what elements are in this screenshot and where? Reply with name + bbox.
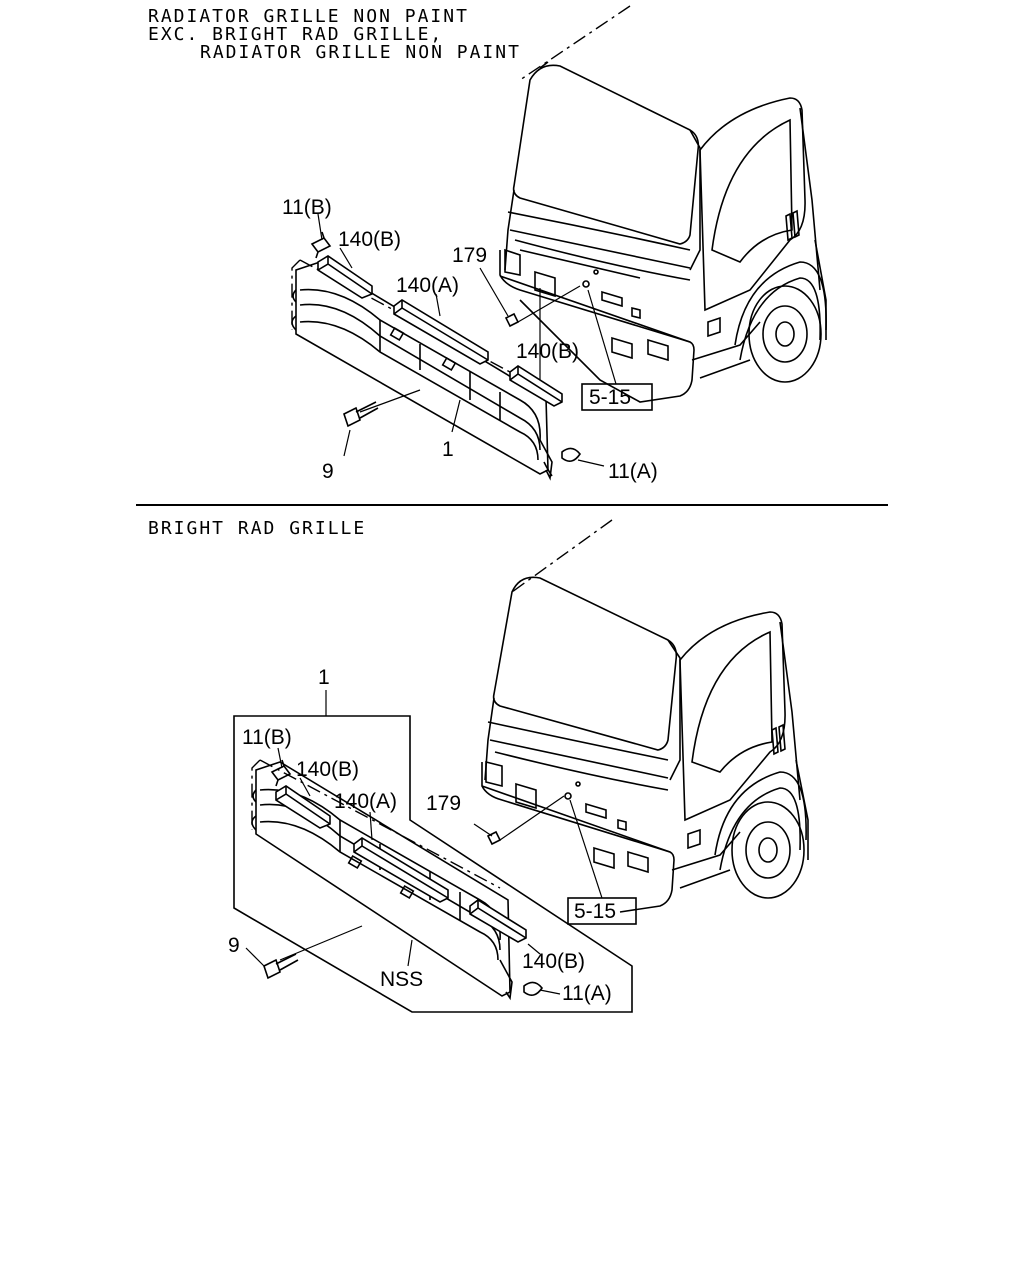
callout-179-bottom: 179: [426, 792, 461, 815]
callout-9-top: 9: [322, 460, 334, 483]
callout-11a-bottom: 11(A): [562, 982, 612, 1005]
ref-box-top: [581, 383, 653, 411]
callout-5-15-top: 5-15: [589, 386, 631, 409]
callout-nss-bottom: NSS: [380, 968, 423, 991]
callout-11a-top: 11(A): [608, 460, 658, 483]
grille-bottom: [251, 759, 513, 1001]
top-header-line-1: RADIATOR GRILLE NON PAINT: [148, 6, 469, 27]
callout-179-top: 179: [452, 244, 487, 267]
callout-1-top: 1: [442, 438, 454, 461]
top-section: RADIATOR GRILLE NON PAINT EXC. BRIGHT RA…: [148, 5, 827, 483]
truck-cab-bottom: [481, 519, 809, 913]
callout-9-bottom: 9: [228, 934, 240, 957]
callout-140b-left-bottom: 140(B): [296, 758, 359, 781]
callout-140b-right-bottom: 140(B): [522, 950, 585, 973]
bottom-section: BRIGHT RAD GRILLE: [148, 518, 809, 1013]
ref-box-bottom: [567, 897, 637, 925]
callout-5-15-bottom: 5-15: [574, 900, 616, 923]
callout-11b-bottom: 11(B): [242, 726, 292, 749]
seals-bottom: [275, 785, 527, 943]
seals-top: [317, 255, 563, 407]
callout-11b-top: 11(B): [282, 196, 332, 219]
assembly-box: [233, 715, 633, 1013]
top-header-line-2: EXC. BRIGHT RAD GRILLE,: [148, 24, 443, 45]
top-header-line-3: RADIATOR GRILLE NON PAINT: [200, 42, 521, 63]
fasteners-top: [310, 231, 581, 462]
callout-140a-bottom: 140(A): [334, 790, 397, 813]
callout-140b-right-top: 140(B): [516, 340, 579, 363]
bottom-header: BRIGHT RAD GRILLE: [148, 518, 366, 539]
fasteners-bottom: [263, 759, 543, 996]
truck-cab-top: [499, 5, 827, 403]
callout-140a-top: 140(A): [396, 274, 459, 297]
leaders-top: [317, 213, 617, 467]
callout-1-bottom: 1: [318, 666, 330, 689]
callout-140b-left-top: 140(B): [338, 228, 401, 251]
leaders-bottom: [245, 690, 603, 995]
